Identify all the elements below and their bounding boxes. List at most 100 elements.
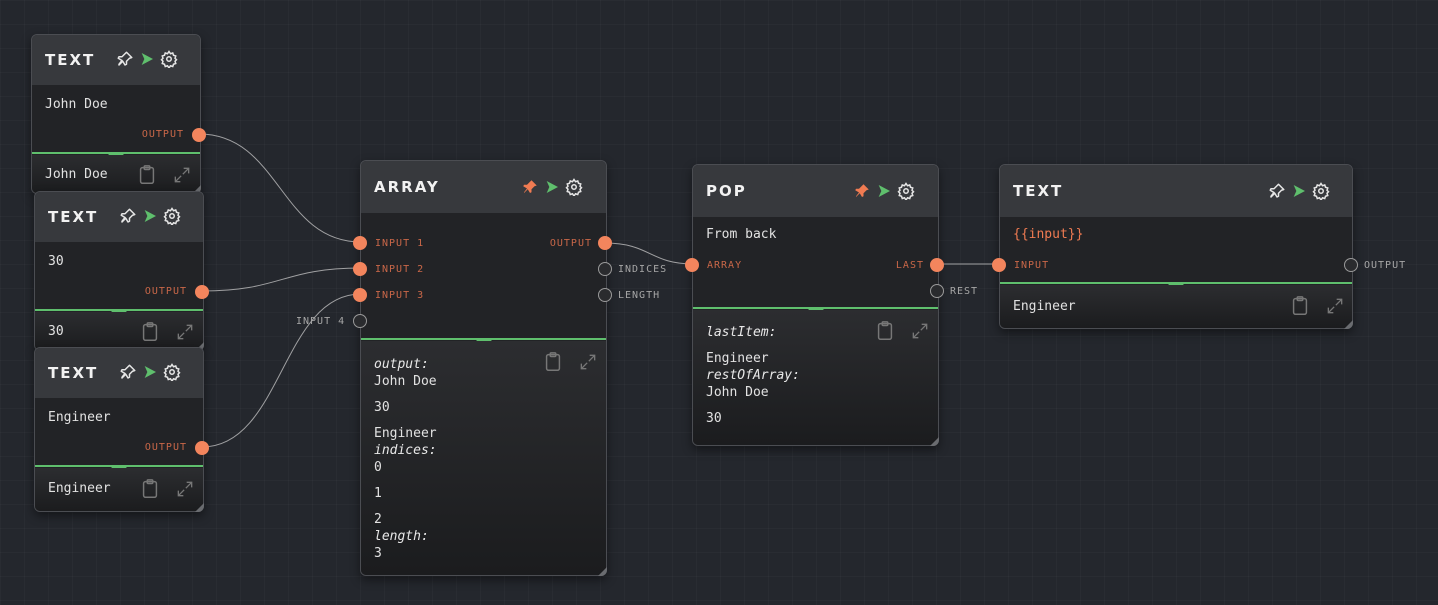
play-icon[interactable] <box>139 51 155 67</box>
text-node-4[interactable]: TEXT {{input}} INPUT OUTPUT Engineer <box>992 164 1405 329</box>
input-port[interactable] <box>992 258 1006 272</box>
expand-icon[interactable] <box>910 321 930 345</box>
expand-icon[interactable] <box>175 322 195 346</box>
text-node-2[interactable]: TEXT 30 OUTPUT 30 <box>34 191 209 351</box>
expand-icon[interactable] <box>175 479 195 503</box>
pin-icon[interactable] <box>1268 182 1286 200</box>
input-port-label: INPUT <box>1014 260 1050 271</box>
gear-icon[interactable] <box>1312 182 1330 200</box>
rest-port[interactable] <box>930 284 944 298</box>
pin-icon[interactable] <box>853 182 871 200</box>
expand-icon[interactable] <box>578 352 598 376</box>
play-icon[interactable] <box>1291 183 1307 199</box>
result-value: John Doe <box>706 385 769 400</box>
input-port-1[interactable] <box>353 236 367 250</box>
result-value: Engineer <box>374 426 437 441</box>
node-header[interactable]: TEXT <box>35 348 203 398</box>
node-title: TEXT <box>1013 182 1064 200</box>
node-content: Engineer <box>48 410 111 425</box>
result-key-output: output: <box>374 357 429 372</box>
result-key-rest: restOfArray: <box>706 368 800 383</box>
gear-icon[interactable] <box>163 207 181 225</box>
input-port-label-4: INPUT 4 <box>296 316 346 327</box>
node-content: From back <box>706 227 777 242</box>
input-port-2[interactable] <box>353 262 367 276</box>
node-result: John Doe <box>45 167 108 182</box>
result-value: 3 <box>374 546 382 561</box>
play-icon[interactable] <box>544 179 560 195</box>
pin-icon[interactable] <box>119 207 137 225</box>
node-title: TEXT <box>45 51 96 69</box>
result-value: 0 <box>374 460 382 475</box>
result-value: 30 <box>706 411 722 426</box>
pin-icon[interactable] <box>116 50 134 68</box>
node-divider <box>361 338 606 347</box>
node-header[interactable]: POP <box>693 165 938 217</box>
text-node-1[interactable]: TEXT John Doe OUTPUT John Doe <box>31 34 206 194</box>
gear-icon[interactable] <box>160 50 178 68</box>
result-value: Engineer <box>706 351 769 366</box>
pop-node[interactable]: POP From back ARRAY LAST REST lastItem: … <box>685 164 977 446</box>
node-content: John Doe <box>45 97 108 112</box>
output-port[interactable] <box>192 128 206 142</box>
array-input-port[interactable] <box>685 258 699 272</box>
last-port[interactable] <box>930 258 944 272</box>
node-title: TEXT <box>48 364 99 382</box>
result-key-last: lastItem: <box>706 325 777 340</box>
output-port[interactable] <box>195 285 209 299</box>
output-port-label: OUTPUT <box>141 129 184 140</box>
gear-icon[interactable] <box>897 182 915 200</box>
gear-icon[interactable] <box>565 178 583 196</box>
node-header[interactable]: TEXT <box>32 35 200 85</box>
clipboard-icon[interactable] <box>1289 295 1311 321</box>
node-divider <box>35 465 203 474</box>
node-content: 30 <box>48 254 64 269</box>
node-footer: John Doe <box>32 155 200 193</box>
node-title: POP <box>706 182 747 200</box>
output-port-label: OUTPUT <box>1364 260 1407 271</box>
text-node-3[interactable]: TEXT Engineer OUTPUT Engineer <box>34 347 209 512</box>
node-header[interactable]: TEXT <box>35 192 203 242</box>
play-icon[interactable] <box>142 208 158 224</box>
play-icon[interactable] <box>142 364 158 380</box>
last-port-label: LAST <box>895 260 924 271</box>
node-footer: Engineer <box>1000 285 1352 328</box>
result-value: 1 <box>374 486 382 501</box>
clipboard-icon[interactable] <box>874 320 896 346</box>
result-value: 2 <box>374 512 382 527</box>
node-header[interactable]: TEXT <box>1000 165 1352 217</box>
clipboard-icon[interactable] <box>136 164 158 190</box>
node-result: Engineer <box>1013 299 1076 314</box>
array-input-label: ARRAY <box>707 260 743 271</box>
array-node[interactable]: ARRAY INPUT 1 INPUT 2 INPUT 3 INPUT 4 OU… <box>296 160 666 576</box>
pin-icon[interactable] <box>521 178 539 196</box>
wire-array-output-to-pop-array <box>604 242 694 265</box>
input-port-4[interactable] <box>353 314 367 328</box>
clipboard-icon[interactable] <box>139 321 161 347</box>
length-port-label: LENGTH <box>618 290 661 301</box>
input-port-label-2: INPUT 2 <box>375 264 425 275</box>
input-port-label-3: INPUT 3 <box>375 290 425 301</box>
gear-icon[interactable] <box>163 363 181 381</box>
node-divider <box>693 307 938 316</box>
node-header[interactable]: ARRAY <box>361 161 606 213</box>
input-port-3[interactable] <box>353 288 367 302</box>
node-result: lastItem: Engineer restOfArray: John Doe… <box>706 324 800 427</box>
result-value: John Doe <box>374 374 437 389</box>
output-port-label: OUTPUT <box>144 442 187 453</box>
output-port[interactable] <box>195 441 209 455</box>
clipboard-icon[interactable] <box>139 478 161 504</box>
pin-icon[interactable] <box>119 363 137 381</box>
node-content: {{input}} <box>1013 227 1084 242</box>
play-icon[interactable] <box>876 183 892 199</box>
length-port[interactable] <box>598 288 612 302</box>
indices-port[interactable] <box>598 262 612 276</box>
output-port[interactable] <box>598 236 612 250</box>
node-footer: 30 <box>35 312 203 350</box>
clipboard-icon[interactable] <box>542 351 564 377</box>
result-value: 30 <box>374 400 390 415</box>
indices-port-label: INDICES <box>618 264 668 275</box>
output-port[interactable] <box>1344 258 1358 272</box>
expand-icon[interactable] <box>1325 296 1345 320</box>
expand-icon[interactable] <box>172 165 192 189</box>
